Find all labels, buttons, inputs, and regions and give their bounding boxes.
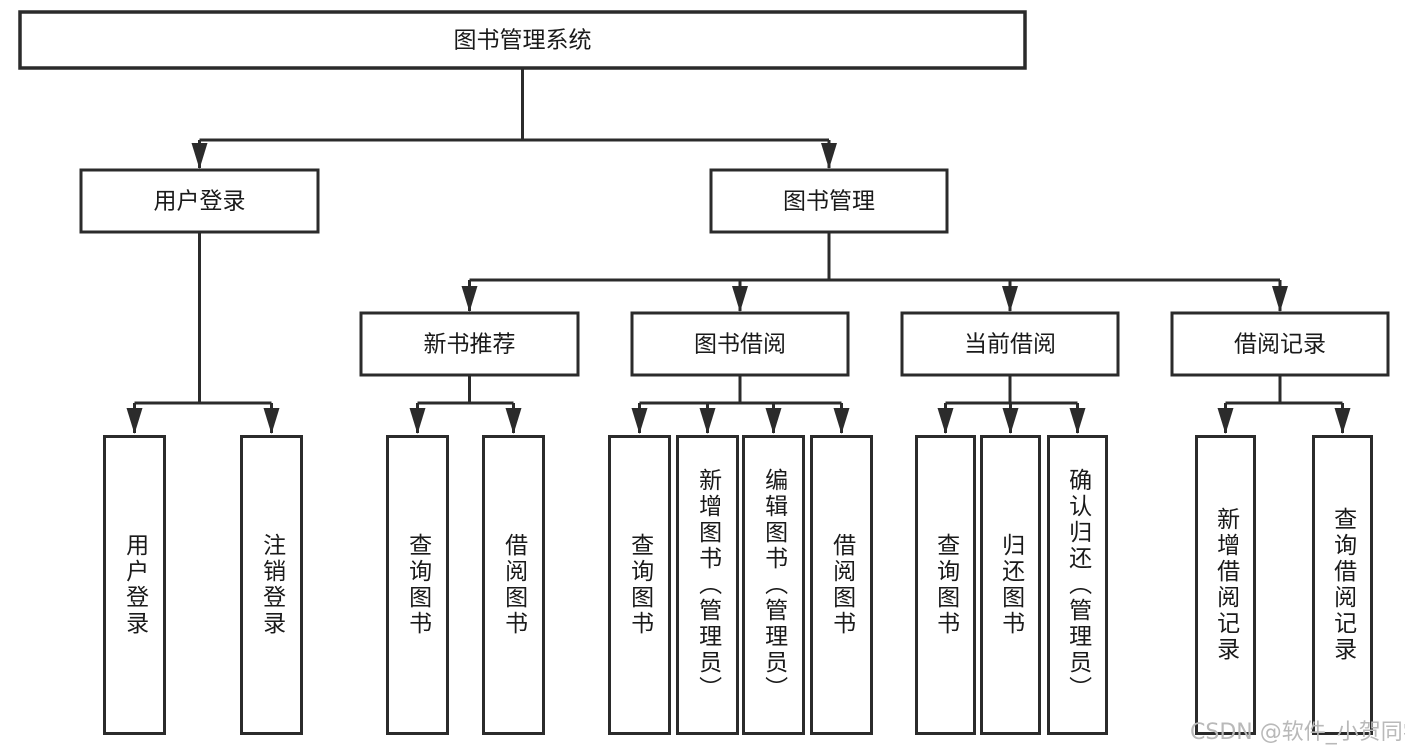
node-level3-1[interactable] [630,311,850,377]
arrowhead-leaf-新书推荐-1 [505,408,522,434]
arrowhead-books-2 [1002,286,1018,312]
node-level2-0-label: 用户登录 [154,189,246,215]
leaf-node[interactable] [482,435,545,735]
leaf-node[interactable] [1195,435,1256,735]
leaf-node[interactable] [1047,435,1108,735]
connectors-layer [126,68,1351,434]
arrowhead-leaf-图书借阅-2 [765,408,782,434]
boxes-layer [18,10,1390,377]
leaf-node[interactable] [608,435,671,735]
leaf-node[interactable] [676,435,739,735]
node-level3-1-label: 图书借阅 [694,332,786,358]
arrowhead-books-0 [461,286,478,312]
leaf-node[interactable] [915,435,976,735]
node-root-label: 图书管理系统 [454,28,592,54]
arrowhead-leaf-图书借阅-1 [699,408,716,434]
node-level2-1[interactable] [709,168,949,234]
arrowhead-leaf-借阅记录-0 [1217,408,1234,434]
node-level3-3-label: 借阅记录 [1234,332,1326,358]
arrowhead-leaf-新书推荐-0 [409,408,426,434]
arrowhead-leaf-用户登录-1 [263,408,280,434]
leaf-node[interactable] [240,435,303,735]
leaf-node[interactable] [1312,435,1373,735]
leaf-node[interactable] [980,435,1041,735]
arrowhead-leaf-图书借阅-3 [833,408,850,434]
node-level3-2[interactable] [900,311,1120,377]
arrowhead-leaf-借阅记录-1 [1334,408,1351,434]
arrowhead-books-3 [1272,286,1288,312]
node-level3-0-label: 新书推荐 [424,332,516,358]
arrowhead-root-1 [821,143,837,169]
arrowhead-leaf-当前借阅-1 [1002,408,1019,434]
leaf-node[interactable] [742,435,805,735]
leaf-node[interactable] [103,435,166,735]
arrowhead-leaf-图书借阅-0 [631,408,648,434]
arrowhead-leaf-当前借阅-0 [937,408,954,434]
node-level2-1-label: 图书管理 [783,189,875,215]
arrowhead-leaf-当前借阅-2 [1069,408,1086,434]
arrowhead-books-1 [732,286,748,312]
leaf-node[interactable] [386,435,449,735]
arrowhead-leaf-用户登录-0 [126,408,143,434]
node-level3-3[interactable] [1170,311,1390,377]
leaf-node[interactable] [810,435,873,735]
node-level2-0[interactable] [79,168,320,234]
node-root[interactable] [18,10,1027,70]
arrowhead-root-0 [191,143,208,169]
node-level3-0[interactable] [359,311,580,377]
node-level3-2-label: 当前借阅 [964,332,1056,358]
